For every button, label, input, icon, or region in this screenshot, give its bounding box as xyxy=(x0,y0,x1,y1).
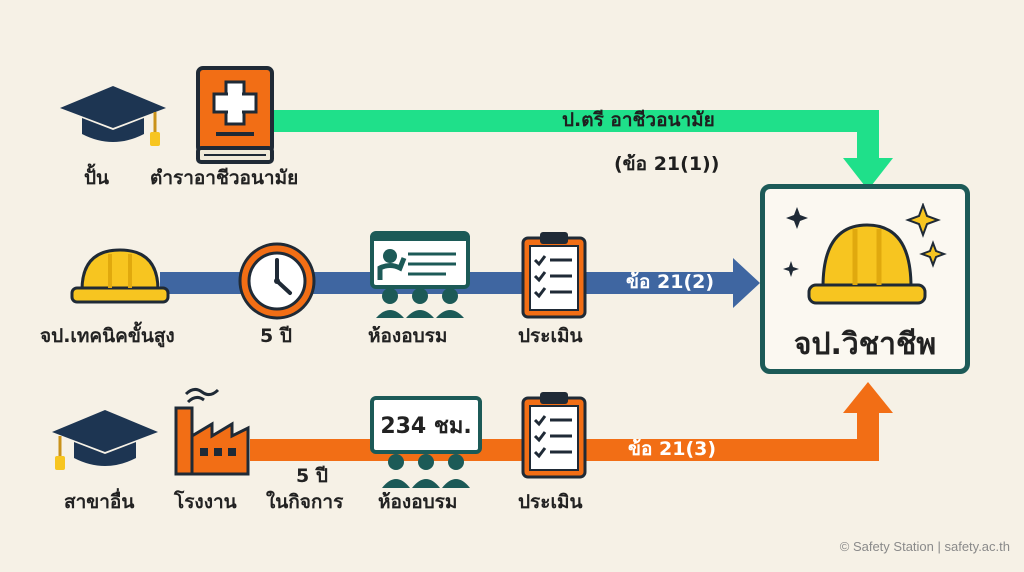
hard-hat-sparkle-icon xyxy=(783,203,947,305)
factory-icon xyxy=(174,387,250,476)
footer-credit: © Safety Station | safety.ac.th xyxy=(839,539,1010,554)
arrow-path-1 xyxy=(268,110,879,165)
hard-hat-icon xyxy=(70,248,170,304)
path3-business-label: ในกิจการ xyxy=(266,491,344,513)
path3-eval-label: ประเมิน xyxy=(518,491,583,513)
clock-icon xyxy=(238,242,316,320)
path3-grad-label: สาขาอื่น xyxy=(64,491,135,513)
training-room-icon xyxy=(370,231,470,318)
trainees-icon xyxy=(382,454,470,488)
path2-training-label: ห้องอบรม xyxy=(368,325,448,347)
graduation-cap-icon xyxy=(60,86,166,146)
arrow-path-1-head xyxy=(843,158,893,190)
path3-factory-label: โรงงาน xyxy=(174,491,237,513)
arrow-path-2-head xyxy=(733,258,760,308)
clipboard-checklist-icon-2 xyxy=(521,392,587,479)
path3-years-label: 5 ปี xyxy=(296,465,328,487)
path1-arrow-clause: (ข้อ 21(1)) xyxy=(614,153,720,175)
path2-clock-label: 5 ปี xyxy=(260,325,292,347)
graduation-cap-icon-2 xyxy=(52,410,158,470)
path3-training-label: ห้องอบรม xyxy=(378,491,458,513)
training-hours-board: 234 ชม. xyxy=(370,396,482,454)
first-aid-book-icon xyxy=(196,66,274,164)
arrow-path-3-head xyxy=(843,382,893,413)
target-box: จป.วิชาชีพ xyxy=(760,184,970,374)
training-hours-text: 234 ชม. xyxy=(380,413,472,439)
path1-arrow-title: ป.ตรี อาชีวอนามัย xyxy=(562,109,715,131)
path2-eval-label: ประเมิน xyxy=(518,325,583,347)
path2-arrow-clause: ข้อ 21(2) xyxy=(626,271,715,293)
path1-book-label: ตำราอาชีวอนามัย xyxy=(150,167,299,189)
path1-grad-label: ปั้น xyxy=(84,167,110,189)
target-title: จป.วิชาชีพ xyxy=(793,327,937,362)
clipboard-checklist-icon xyxy=(521,232,587,319)
path3-arrow-clause: ข้อ 21(3) xyxy=(628,438,717,460)
path2-helmet-label: จป.เทคนิคขั้นสูง xyxy=(40,325,175,347)
